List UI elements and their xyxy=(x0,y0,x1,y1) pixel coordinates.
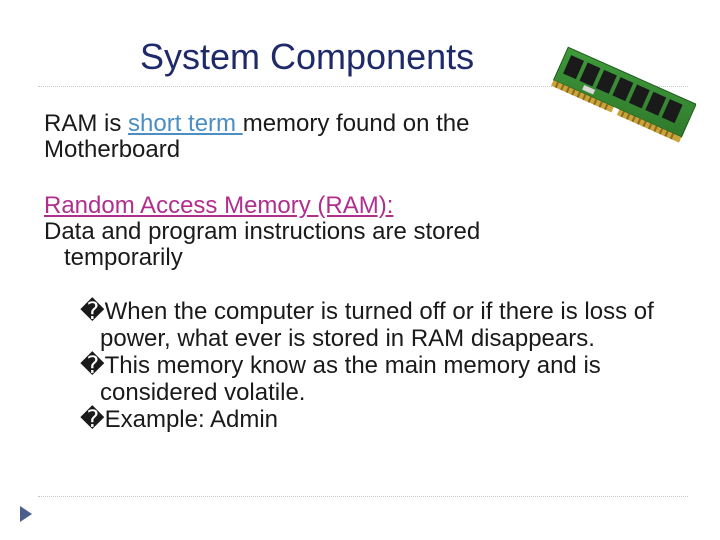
list-item: �When the computer is turned off or if t… xyxy=(80,298,680,352)
list-item: �This memory know as the main memory and… xyxy=(80,352,680,406)
bullet-text: Example: Admin xyxy=(104,406,279,433)
ram-definition-line2: temporarily xyxy=(64,244,183,271)
ram-desc-line2: Motherboard xyxy=(44,136,181,163)
ram-description: RAM is short term memory found on the Mo… xyxy=(44,111,544,163)
bullet-marker: � xyxy=(80,406,105,433)
list-item: �Example: Admin xyxy=(80,406,680,433)
slide-title: System Components xyxy=(140,36,475,77)
ram-module-icon xyxy=(551,46,696,143)
bullet-list: �When the computer is turned off or if t… xyxy=(80,298,680,433)
title-divider xyxy=(38,86,688,87)
bullet-text: When the computer is turned off or if th… xyxy=(100,298,654,352)
ram-heading-link[interactable]: Random Access Memory (RAM): xyxy=(44,192,394,219)
bullet-marker: � xyxy=(80,352,105,379)
ram-definition-line1: Data and program instructions are stored xyxy=(44,218,481,245)
short-term-link[interactable]: short term xyxy=(128,110,243,137)
ram-desc-after: memory found on the xyxy=(242,110,470,137)
ram-desc-before: RAM is xyxy=(44,110,128,137)
next-slide-arrow-icon[interactable] xyxy=(18,504,34,524)
footer-divider xyxy=(38,496,688,497)
ram-definition: Random Access Memory (RAM): Data and pro… xyxy=(44,193,564,271)
bullet-text: This memory know as the main memory and … xyxy=(100,352,601,406)
bullet-marker: � xyxy=(80,298,105,325)
